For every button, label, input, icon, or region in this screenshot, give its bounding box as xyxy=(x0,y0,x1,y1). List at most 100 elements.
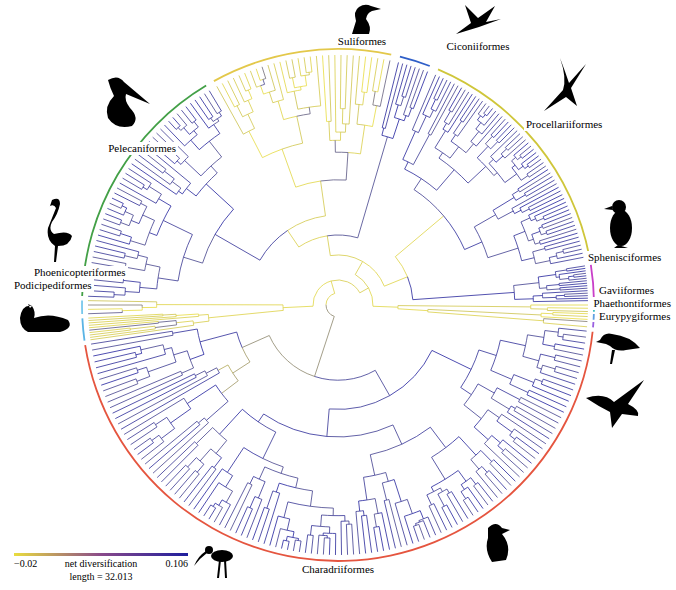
legend-title: net diversification xyxy=(63,558,139,570)
tree-branch xyxy=(369,288,398,307)
tree-branch xyxy=(361,516,365,554)
tree-branch xyxy=(146,264,160,278)
tree-branch xyxy=(110,203,123,208)
tree-branch xyxy=(543,337,555,346)
tree-branch xyxy=(341,124,346,132)
tree-branch xyxy=(200,97,213,118)
tree-branch xyxy=(269,92,278,103)
tree-branch xyxy=(156,417,171,424)
tree-branch xyxy=(556,297,588,299)
tree-branch xyxy=(523,346,539,361)
tree-branch xyxy=(485,108,492,115)
tree-branch xyxy=(532,231,540,239)
tree-branch xyxy=(518,248,534,261)
tree-branch xyxy=(90,329,131,335)
tree-branch xyxy=(175,471,198,495)
tree-branch xyxy=(305,72,309,75)
tree-branch xyxy=(541,313,553,315)
tree-branch xyxy=(492,122,508,138)
tree-branch xyxy=(396,65,407,105)
tree-branch xyxy=(245,73,251,90)
scale-value: −0.02 xyxy=(12,558,39,570)
tree-branch xyxy=(517,174,528,180)
puffin-silhouette xyxy=(487,524,510,562)
tree-branch xyxy=(297,107,310,116)
tree-branch xyxy=(494,388,519,400)
tree-branch xyxy=(268,65,275,92)
tree-branch xyxy=(434,488,443,492)
tree-branch xyxy=(459,144,474,153)
tree-branch xyxy=(217,112,221,118)
tree-branch xyxy=(421,170,454,190)
tree-branch xyxy=(258,414,327,436)
tree-branch xyxy=(518,169,548,190)
order-label: Procellariiformes xyxy=(524,118,604,131)
tree-branch xyxy=(149,423,200,469)
tree-branch xyxy=(187,385,221,404)
tree-branch xyxy=(499,414,546,444)
tree-branch xyxy=(256,69,263,81)
order-ring xyxy=(590,265,595,301)
tree-branch xyxy=(525,335,543,346)
tree-branch xyxy=(153,420,208,473)
tree-branch xyxy=(423,77,440,116)
tree-branch xyxy=(403,69,419,116)
tree-branch xyxy=(112,198,123,206)
tree-branch xyxy=(444,505,457,525)
tree-branch xyxy=(563,337,585,343)
tree-branch xyxy=(521,218,530,231)
tree-branch xyxy=(515,437,539,454)
tree-branch xyxy=(173,329,200,342)
tree-branch xyxy=(200,449,216,461)
tree-branch xyxy=(474,215,495,242)
tree-branch xyxy=(539,227,543,232)
tree-branch xyxy=(565,295,588,296)
tree-branch xyxy=(179,189,187,194)
tree-branch xyxy=(449,88,462,111)
tree-branch xyxy=(533,249,545,258)
tree-branch xyxy=(514,231,525,248)
tree-branch xyxy=(90,328,131,333)
tree-branch xyxy=(121,370,219,429)
tree-branch xyxy=(520,187,559,210)
order-label: Ciconiiformes xyxy=(445,40,512,53)
tree-branch xyxy=(553,314,588,317)
tree-branch xyxy=(206,368,218,373)
tree-branch xyxy=(127,422,155,439)
tree-branch xyxy=(276,529,288,547)
tree-branch xyxy=(143,215,155,233)
grebe-silhouette xyxy=(20,304,70,332)
tree-branch xyxy=(407,277,514,300)
tree-branch xyxy=(317,535,323,554)
tree-branch xyxy=(373,58,378,91)
tree-branch xyxy=(488,142,498,149)
tree-branch xyxy=(434,78,443,99)
tree-branch xyxy=(296,488,313,507)
tree-branch xyxy=(454,166,486,183)
tree-branch xyxy=(301,75,307,86)
tree-branch xyxy=(294,91,309,109)
tree-branch xyxy=(131,215,143,224)
tree-branch xyxy=(547,309,588,311)
tree-branch xyxy=(431,504,446,531)
tree-branch xyxy=(209,506,216,519)
tree-branch xyxy=(401,499,412,513)
tree-branch xyxy=(242,336,314,377)
tree-branch xyxy=(370,444,402,475)
tree-branch xyxy=(443,123,447,131)
tree-branch xyxy=(416,522,420,525)
tree-branch xyxy=(237,106,248,117)
tree-branch xyxy=(136,350,142,355)
tree-branch xyxy=(387,499,402,546)
tree-branch xyxy=(375,473,389,482)
pelican-silhouette xyxy=(107,77,150,127)
tree-branch xyxy=(171,404,191,423)
tree-branch xyxy=(132,164,179,195)
tree-branch xyxy=(143,186,149,189)
tree-branch xyxy=(157,442,196,478)
tree-branch xyxy=(496,211,514,219)
tree-branch xyxy=(466,478,476,485)
tree-branch xyxy=(481,115,486,118)
tree-branch xyxy=(293,540,298,551)
tree-branch xyxy=(120,183,159,203)
